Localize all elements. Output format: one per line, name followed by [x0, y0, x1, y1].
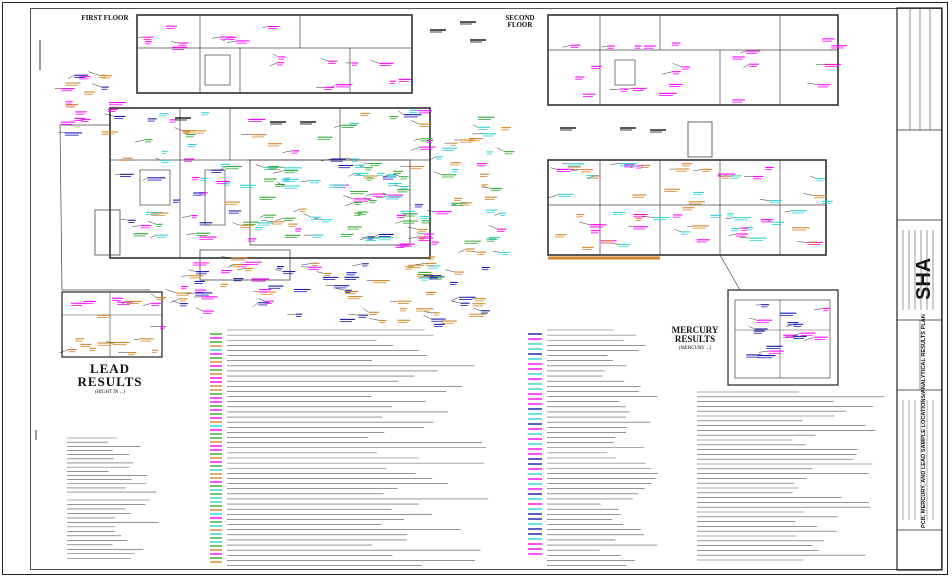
drawing-title: PCB, MERCURY, AND LEAD SAMPLE LOCATIONS/…	[921, 314, 927, 528]
lead-results-label: LEAD RESULTS	[77, 361, 143, 389]
lead-results-sublabel: (HIGHT IN ...)	[94, 390, 126, 395]
first-floor-main-plan	[59, 107, 431, 291]
notes-text-lines	[67, 329, 885, 566]
title-block	[896, 7, 943, 571]
title-block-logo: SHA	[913, 258, 935, 300]
first-floor-label: FIRST FLOOR	[81, 14, 129, 22]
lead-results-inset	[61, 291, 163, 358]
lead-results-title: LEAD RESULTS (HIGHT IN ...)	[60, 362, 160, 395]
mercury-results-title: MERCURY RESULTS (MERCURY ...)	[660, 325, 730, 352]
second-floor-plan	[547, 14, 839, 158]
mercury-results-sublabel: (MERCURY ...)	[678, 346, 712, 351]
sample-callouts	[54, 21, 847, 359]
first-floor-upper-plan	[136, 14, 413, 94]
title-block-text: SHA PCB, MERCURY, AND LEAD SAMPLE LOCATIO…	[902, 230, 935, 528]
mercury-results-inset	[727, 289, 839, 386]
mercury-results-label: MERCURY RESULTS	[671, 325, 719, 344]
second-floor-label: SECOND FLOOR	[505, 14, 535, 29]
